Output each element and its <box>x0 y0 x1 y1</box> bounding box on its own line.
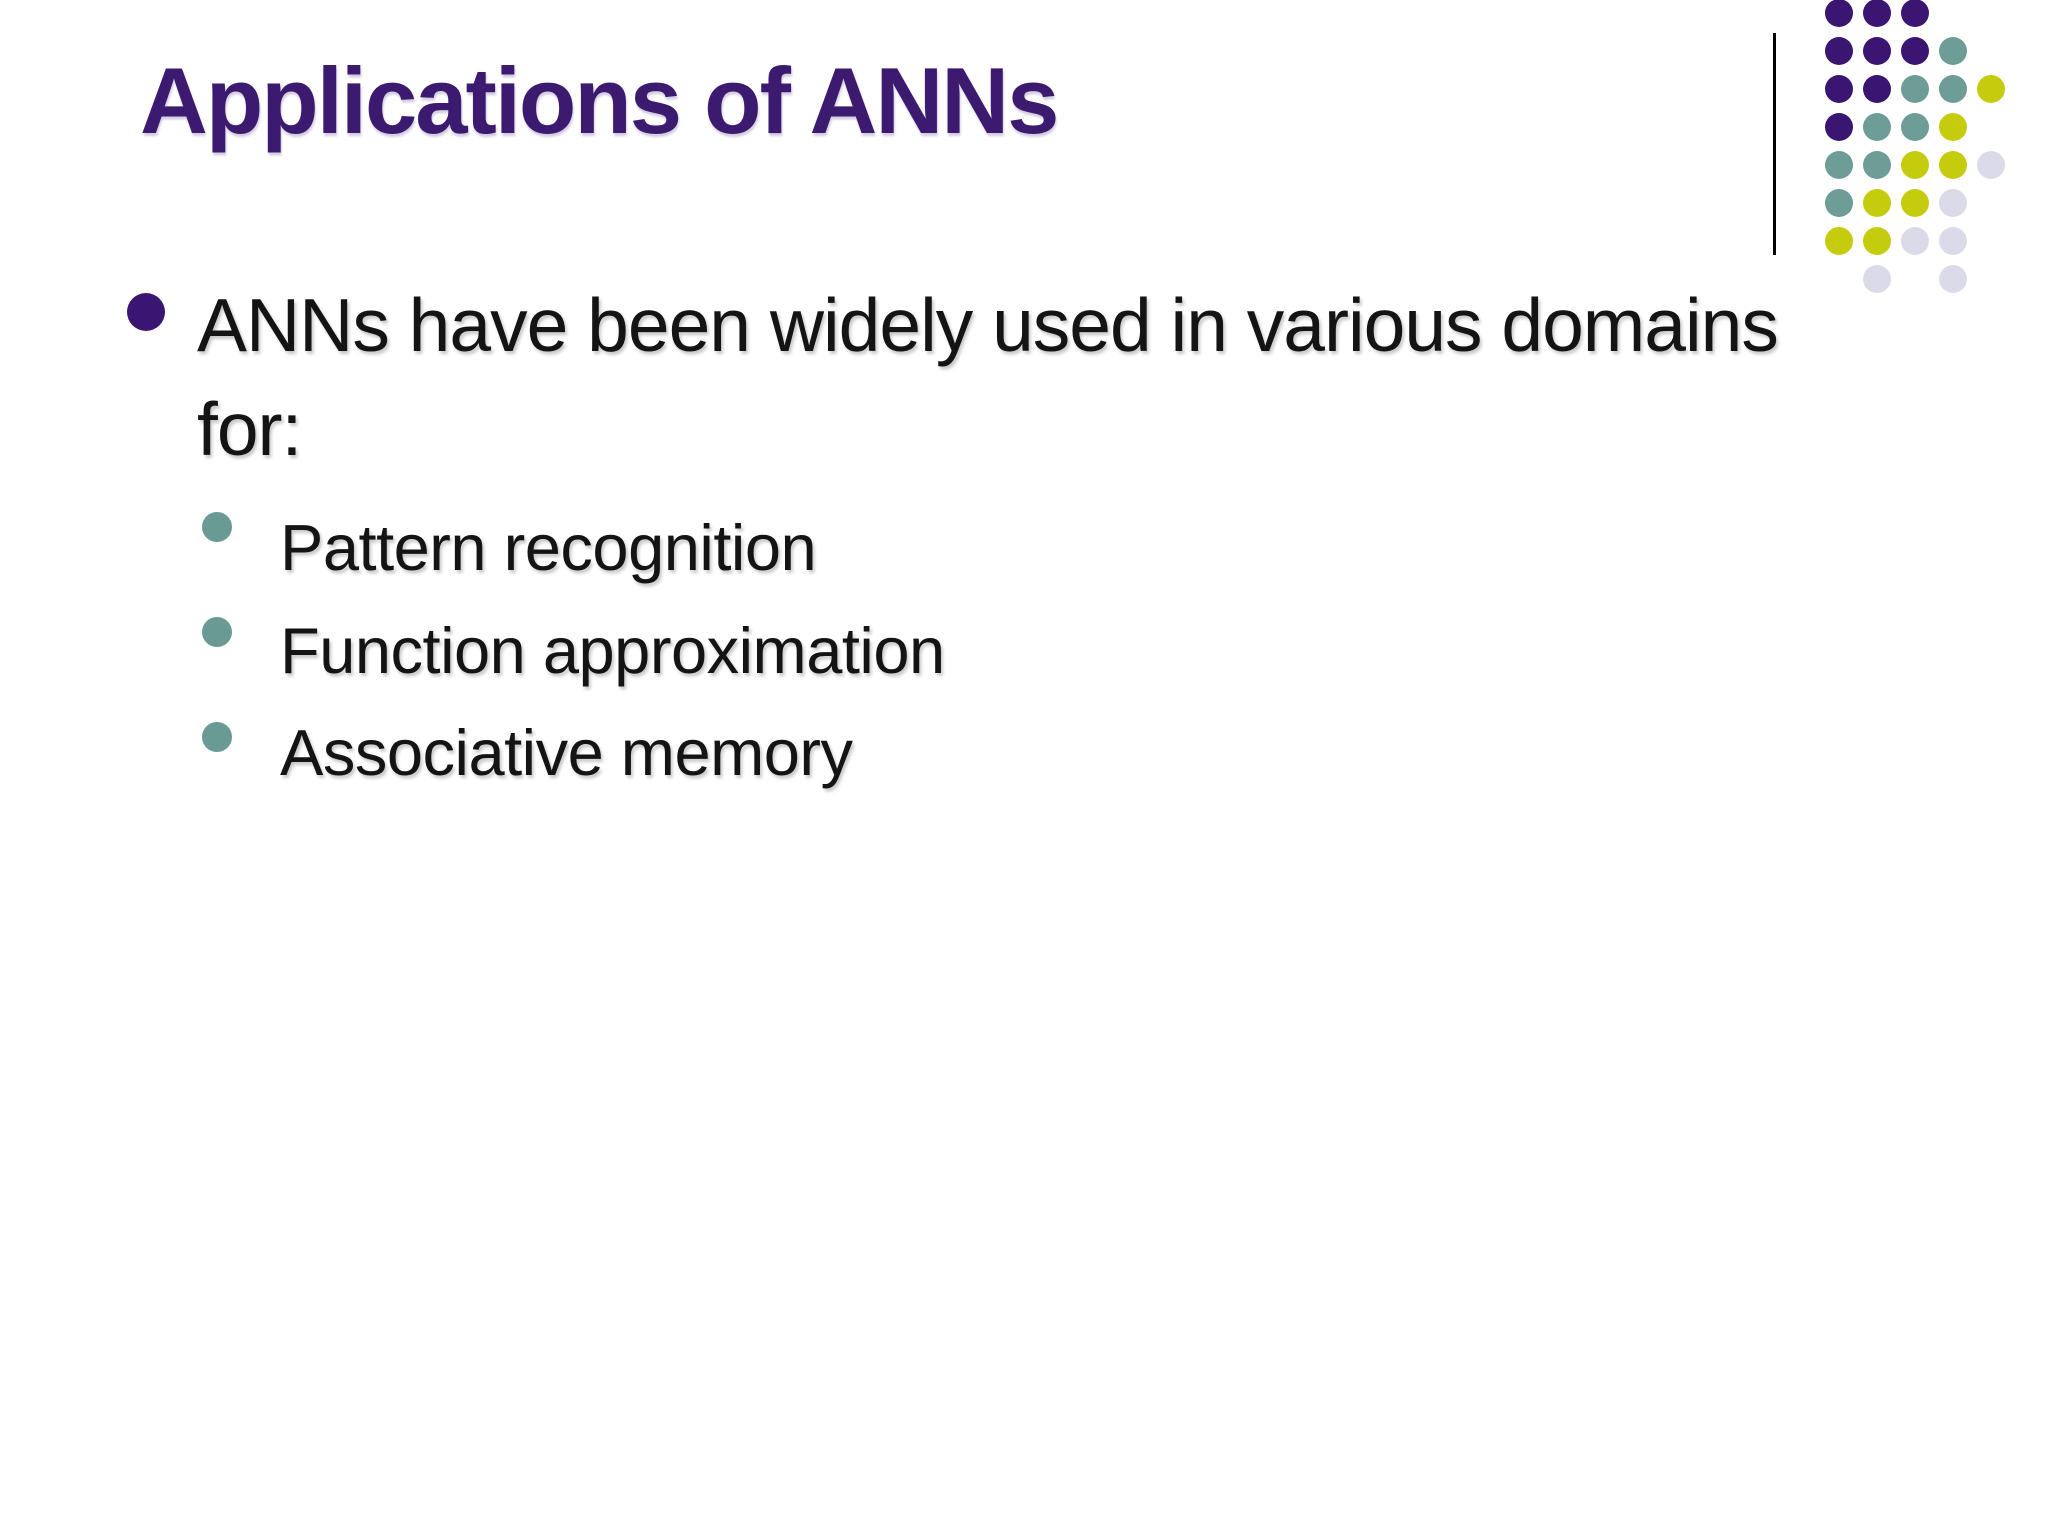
decoration-dot <box>1901 227 1929 255</box>
decoration-dot <box>1825 37 1853 65</box>
decoration-dot <box>1825 75 1853 103</box>
decoration-dot <box>1901 189 1929 217</box>
decoration-dot <box>1901 37 1929 65</box>
decoration-dot <box>1825 113 1853 141</box>
decoration-dot <box>1863 265 1891 293</box>
decoration-dot <box>1939 189 1967 217</box>
decoration-dot <box>1901 113 1929 141</box>
decoration-dot <box>1939 75 1967 103</box>
decoration-dot <box>1863 227 1891 255</box>
decoration-dot <box>1939 151 1967 179</box>
slide-title: Applications of ANNs <box>140 48 1059 153</box>
decoration-dot <box>1939 227 1967 255</box>
decoration-dot <box>1863 151 1891 179</box>
decoration-dot <box>1863 189 1891 217</box>
sub-bullet-marker-icon <box>202 512 232 542</box>
decoration-dot <box>1825 0 1853 27</box>
decoration-dot <box>1977 75 2005 103</box>
decoration-dot <box>1901 0 1929 27</box>
main-bullet-marker-icon <box>127 293 165 331</box>
sub-bullet-text-function-approximation: Function approximation <box>280 614 945 687</box>
sub-bullet-marker-icon <box>202 722 232 752</box>
decoration-dot <box>1901 75 1929 103</box>
sub-bullet-text-associative-memory: Associative memory <box>280 716 853 789</box>
decoration-dot <box>1863 0 1891 27</box>
main-bullet-text: ANNs have been widely used in various do… <box>197 283 1779 471</box>
decoration-dot <box>1825 189 1853 217</box>
decoration-dot <box>1939 265 1967 293</box>
decoration-dot <box>1863 113 1891 141</box>
decoration-dot <box>1901 151 1929 179</box>
sub-bullet-marker-icon <box>202 617 232 647</box>
decoration-dot <box>1977 151 2005 179</box>
sub-bullet-text-pattern-recognition: Pattern recognition <box>280 511 817 584</box>
decoration-dot <box>1825 227 1853 255</box>
decoration-dot <box>1825 151 1853 179</box>
decoration-dot <box>1863 75 1891 103</box>
decoration-dot <box>1863 37 1891 65</box>
decoration-vertical-line <box>1773 33 1776 255</box>
decoration-dot <box>1939 37 1967 65</box>
decoration-dot <box>1939 113 1967 141</box>
